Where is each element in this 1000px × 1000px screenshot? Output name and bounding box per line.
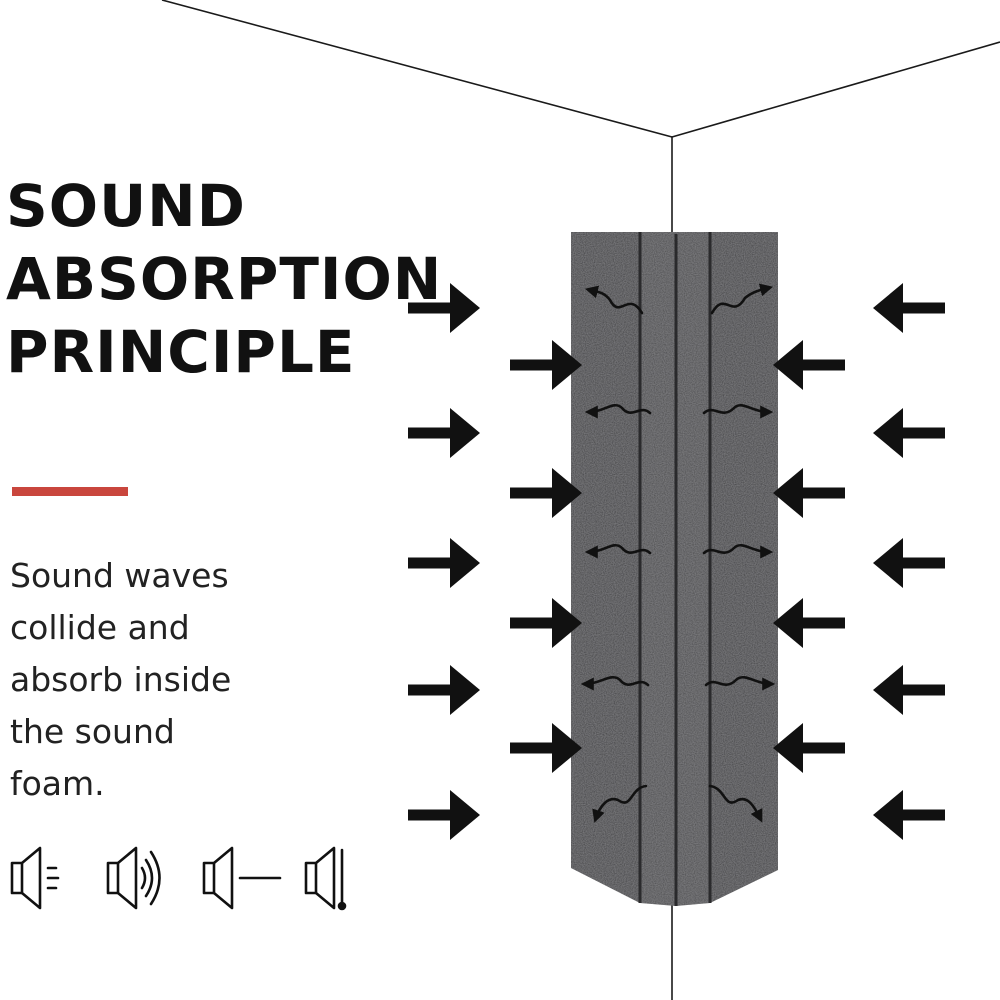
wave-arrow xyxy=(710,283,774,315)
speaker-flat-line-icon xyxy=(202,846,282,910)
incoming-arrow-right xyxy=(510,468,582,518)
incoming-arrow-left xyxy=(873,283,945,333)
speaker-icons-row xyxy=(10,846,347,911)
wave-arrow xyxy=(708,784,763,823)
incoming-arrow-right xyxy=(408,790,480,840)
incoming-arrow-left xyxy=(873,538,945,588)
ceiling-edge-left xyxy=(161,0,673,138)
ceiling-edge-right xyxy=(671,41,1000,138)
incoming-arrow-right xyxy=(510,340,582,390)
incoming-arrow-right xyxy=(408,665,480,715)
incoming-arrow-left xyxy=(873,665,945,715)
incoming-arrow-left xyxy=(773,468,845,518)
description-line: foam. xyxy=(10,764,105,803)
incoming-arrow-left xyxy=(773,340,845,390)
incoming-arrow-right xyxy=(408,283,480,333)
foam-left-wedge xyxy=(571,232,640,903)
incoming-arrow-right xyxy=(408,538,480,588)
wave-arrow xyxy=(584,403,652,419)
wave-arrow xyxy=(584,285,644,315)
wave-arrow xyxy=(592,784,648,823)
description-line: absorb inside xyxy=(10,660,232,699)
incoming-arrow-right xyxy=(510,723,582,773)
accent-divider xyxy=(12,487,128,496)
wave-arrow xyxy=(584,543,652,559)
description-line: collide and xyxy=(10,608,190,647)
incoming-arrow-left xyxy=(873,790,945,840)
headline-line: ABSORPTION xyxy=(6,245,443,313)
incoming-arrow-left xyxy=(773,598,845,648)
incoming-sound-arrows xyxy=(408,283,945,840)
headline-line: PRINCIPLE xyxy=(6,318,356,386)
speaker-wall-block-icon xyxy=(304,846,347,911)
incoming-arrow-right xyxy=(408,408,480,458)
headline: SOUND ABSORPTION PRINCIPLE xyxy=(6,170,442,389)
incoming-arrow-left xyxy=(773,723,845,773)
description-line: the sound xyxy=(10,712,175,751)
wave-arrow xyxy=(704,675,776,691)
speaker-sound-waves-icon xyxy=(10,846,60,910)
speaker-echo-arcs-icon xyxy=(106,846,161,910)
foam-right-wedge xyxy=(710,232,778,903)
wave-arrow xyxy=(702,403,774,419)
foam-ridge-lines xyxy=(638,232,712,906)
wave-arrow xyxy=(702,543,774,559)
description: Sound waves collide and absorb inside th… xyxy=(10,550,231,810)
acoustic-foam-panel xyxy=(571,232,778,906)
incoming-arrow-right xyxy=(510,598,582,648)
wave-arrow xyxy=(580,675,650,691)
headline-line: SOUND xyxy=(6,172,246,240)
description-line: Sound waves xyxy=(10,556,229,595)
absorption-wave-arrows xyxy=(580,283,776,823)
incoming-arrow-left xyxy=(873,408,945,458)
